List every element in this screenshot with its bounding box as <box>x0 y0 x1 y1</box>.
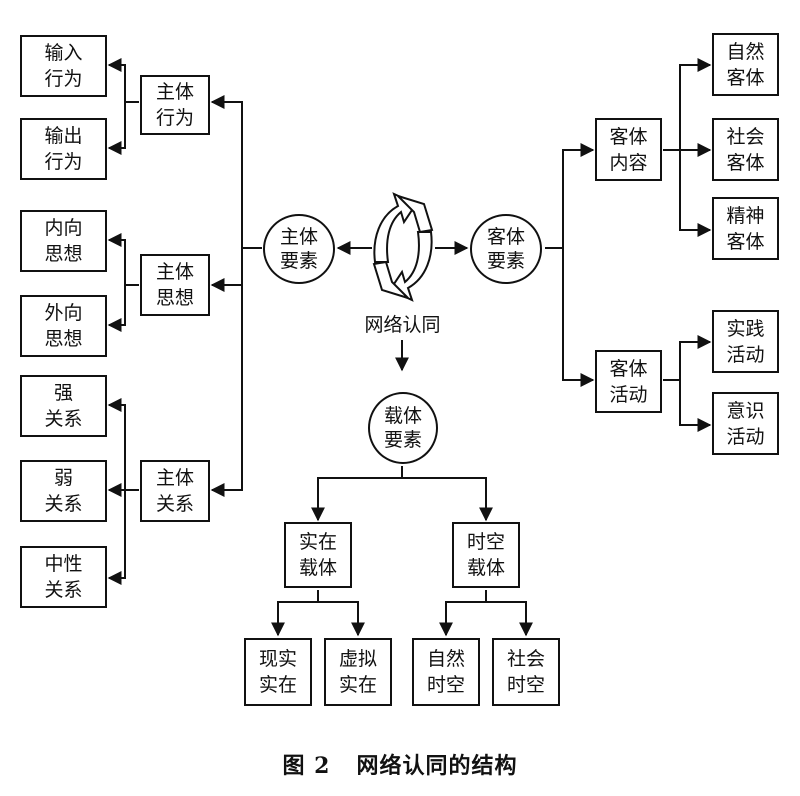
real-carrier-box: 实在 载体 <box>284 522 352 588</box>
practice-activity-box: 实践 活动 <box>712 310 779 373</box>
output-behavior-box: 输出 行为 <box>20 118 107 180</box>
box-line: 中性 <box>44 553 83 575</box>
object-element-line1: 客体 <box>486 226 525 248</box>
box-line: 虚拟 <box>338 648 377 670</box>
virtual-real-box: 虚拟 实在 <box>324 638 392 706</box>
box-line: 客体 <box>726 66 765 89</box>
box-line: 主体 <box>155 467 194 489</box>
box-line: 活动 <box>726 343 765 366</box>
box-line: 弱 <box>53 467 73 489</box>
object-content-box: 客体 内容 <box>595 118 662 181</box>
box-line: 客体 <box>726 151 765 174</box>
cycle-arrows-icon <box>372 192 434 302</box>
box-line: 输出 <box>44 125 83 147</box>
outward-thought-box: 外向 思想 <box>20 295 107 357</box>
natural-spacetime-box: 自然 时空 <box>412 638 480 706</box>
box-line: 主体 <box>155 81 194 103</box>
network-identity-diagram: 网络认同 主体 要素 客体 要素 载体 要素 主体 行为 输入 行为 输出 行为… <box>20 33 779 706</box>
carrier-element-node: 载体 要素 <box>368 392 438 464</box>
figure-caption: 图 2 网络认同的结构 <box>0 748 800 780</box>
social-object-box: 社会 客体 <box>712 118 779 181</box>
box-line: 行为 <box>44 151 83 173</box>
box-line: 主体 <box>155 261 194 283</box>
strong-relation-box: 强 关系 <box>20 375 107 437</box>
subject-relation-box: 主体 关系 <box>140 460 210 522</box>
box-line: 思想 <box>155 287 194 309</box>
box-line: 客体 <box>609 125 648 148</box>
box-line: 时空 <box>426 674 465 696</box>
box-line: 关系 <box>44 579 83 601</box>
box-line: 关系 <box>44 493 83 515</box>
box-line: 行为 <box>44 68 83 90</box>
inward-thought-box: 内向 思想 <box>20 210 107 272</box>
subject-element-node: 主体 要素 <box>263 214 335 284</box>
object-activity-box: 客体 活动 <box>595 350 662 413</box>
object-element-node: 客体 要素 <box>470 214 542 284</box>
spacetime-carrier-box: 时空 载体 <box>452 522 520 588</box>
object-element-line2: 要素 <box>486 250 525 272</box>
box-line: 社会 <box>506 648 545 670</box>
social-spacetime-box: 社会 时空 <box>492 638 560 706</box>
weak-relation-box: 弱 关系 <box>20 460 107 522</box>
box-line: 客体 <box>726 230 765 253</box>
box-line: 实在 <box>298 531 337 553</box>
carrier-element-line2: 要素 <box>383 429 422 451</box>
box-line: 关系 <box>155 493 194 515</box>
connector-lines <box>107 58 712 637</box>
box-line: 内向 <box>44 217 83 239</box>
box-line: 强 <box>53 382 73 404</box>
input-behavior-box: 输入 行为 <box>20 35 107 97</box>
center-label: 网络认同 <box>364 314 441 336</box>
box-line: 外向 <box>44 302 83 324</box>
box-line: 思想 <box>44 243 83 265</box>
box-line: 输入 <box>44 42 83 64</box>
subject-element-line1: 主体 <box>279 226 318 248</box>
figure-title: 网络认同的结构 <box>356 753 518 779</box>
box-line: 活动 <box>609 383 648 406</box>
box-line: 内容 <box>609 151 648 174</box>
box-line: 载体 <box>466 557 505 579</box>
box-line: 时空 <box>466 531 505 553</box>
box-line: 活动 <box>726 425 765 448</box>
reality-real-box: 现实 实在 <box>244 638 312 706</box>
subject-thought-box: 主体 思想 <box>140 254 210 316</box>
box-line: 实践 <box>726 317 765 340</box>
figure-number: 图 2 <box>282 753 331 779</box>
neutral-relation-box: 中性 关系 <box>20 546 107 608</box>
subject-behavior-box: 主体 行为 <box>140 75 210 135</box>
conscious-activity-box: 意识 活动 <box>712 392 779 455</box>
box-line: 社会 <box>726 125 765 148</box>
box-line: 自然 <box>426 648 465 670</box>
box-line: 客体 <box>609 357 648 380</box>
box-line: 现实 <box>258 648 297 670</box>
subject-element-line2: 要素 <box>279 250 318 272</box>
box-line: 载体 <box>298 557 337 579</box>
box-line: 行为 <box>155 107 194 129</box>
natural-object-box: 自然 客体 <box>712 33 779 96</box>
box-line: 意识 <box>726 399 765 422</box>
box-line: 关系 <box>44 408 83 430</box>
carrier-element-line1: 载体 <box>383 405 422 427</box>
box-line: 时空 <box>506 674 545 696</box>
box-line: 自然 <box>726 40 765 63</box>
spiritual-object-box: 精神 客体 <box>712 197 779 260</box>
box-line: 思想 <box>44 328 83 350</box>
box-line: 实在 <box>258 674 297 696</box>
box-line: 精神 <box>726 204 765 227</box>
box-line: 实在 <box>338 674 377 696</box>
